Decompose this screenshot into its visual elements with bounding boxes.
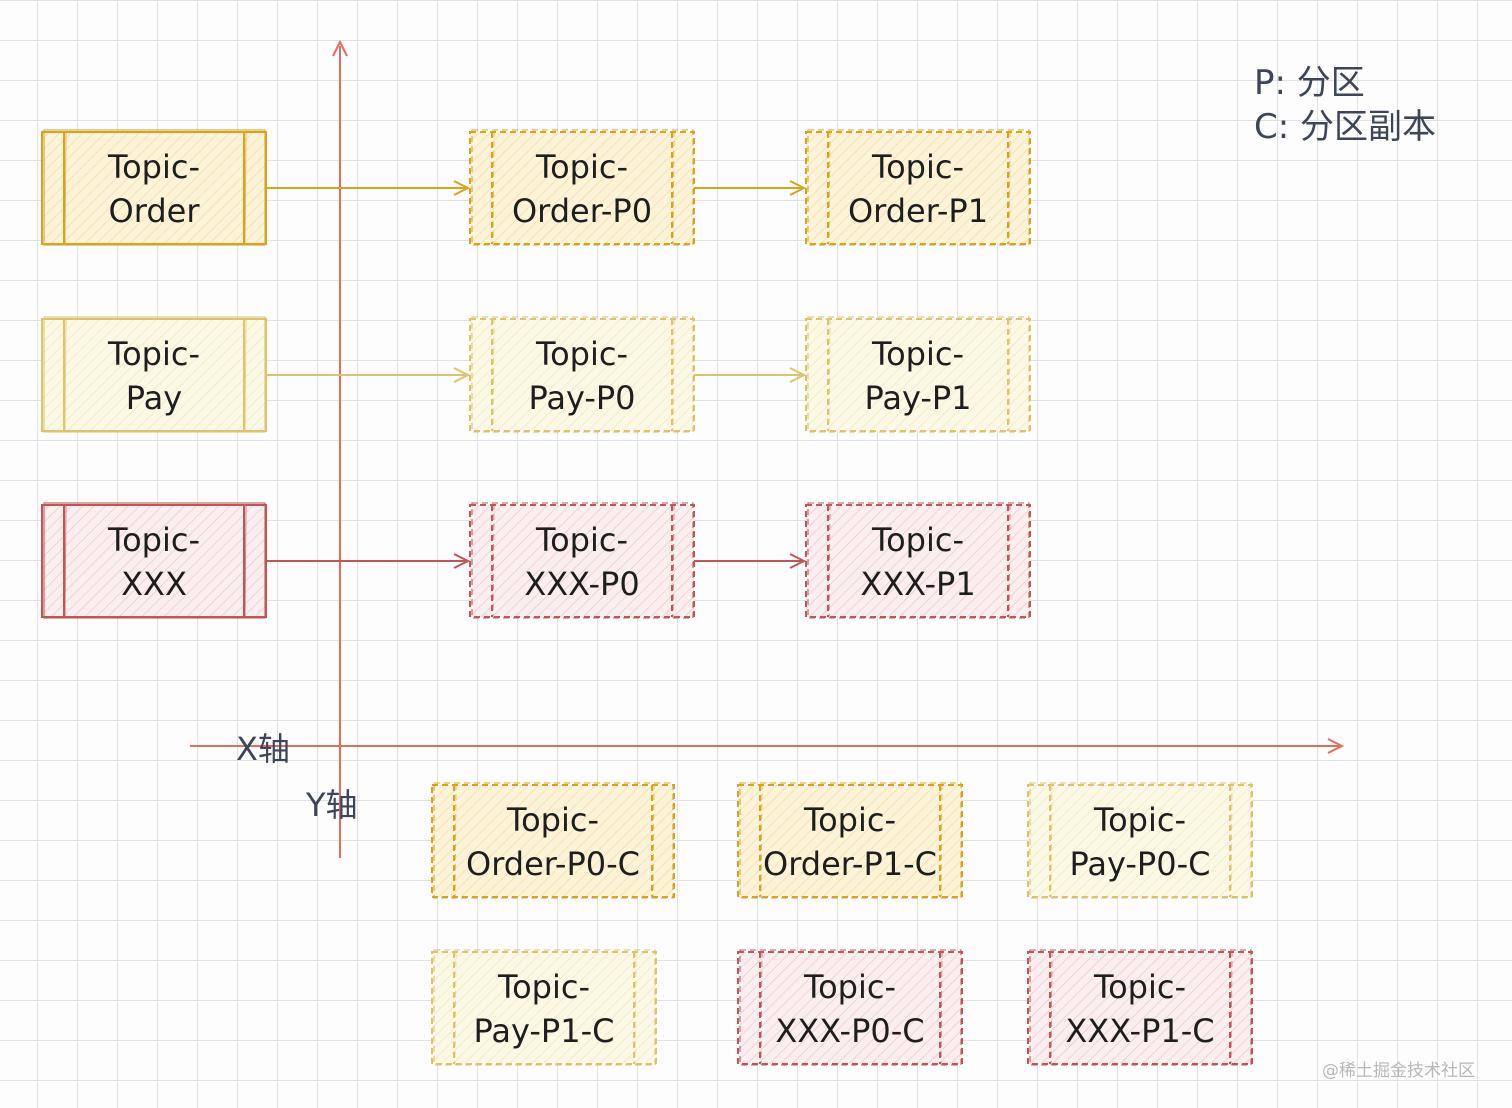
y-axis-label: Y轴 [305, 786, 358, 824]
box-pay-p1[interactable]: Topic- Pay-P1 [805, 316, 1031, 433]
box-label-line2: XXX [121, 565, 187, 603]
box-label-line2: XXX-P0 [524, 565, 639, 603]
box-label-line1: Topic- [107, 335, 200, 373]
arrow-pay-to-p0 [266, 367, 471, 383]
box-order-p0[interactable]: Topic- Order-P0 [469, 129, 695, 246]
box-label-line2: Pay-P0-C [1070, 845, 1211, 883]
box-label-line2: Order-P1-C [763, 845, 937, 883]
box-label-line1: Topic- [871, 335, 964, 373]
legend-replica: C: 分区副本 [1254, 107, 1436, 147]
box-xxx-p1-c[interactable]: Topic- XXX-P1-C [1027, 949, 1253, 1066]
box-pay-p0-c[interactable]: Topic- Pay-P0-C [1027, 782, 1253, 899]
box-xxx-p0[interactable]: Topic- XXX-P0 [469, 502, 695, 619]
x-axis-arrowhead-icon [1327, 738, 1345, 754]
box-order-p0-c[interactable]: Topic- Order-P0-C [431, 782, 675, 899]
box-label-line1: Topic- [803, 968, 896, 1006]
box-label-line1: Topic- [535, 521, 628, 559]
arrow-xxx-p0-to-p1 [694, 553, 807, 569]
box-order[interactable]: Topic- Order [41, 129, 267, 246]
arrow-xxx-to-p0 [266, 553, 471, 569]
arrows [266, 180, 807, 569]
box-xxx-p0-c[interactable]: Topic- XXX-P0-C [737, 949, 963, 1066]
box-label-line2: Pay-P1-C [474, 1012, 615, 1050]
box-label-line2: Order-P0 [512, 192, 652, 230]
x-axis [190, 738, 1345, 754]
box-xxx-p1[interactable]: Topic- XXX-P1 [805, 502, 1031, 619]
box-label-line1: Topic- [506, 801, 599, 839]
box-pay[interactable]: Topic- Pay [41, 316, 267, 433]
y-axis [332, 39, 348, 858]
box-label-line1: Topic- [535, 148, 628, 186]
box-label-line1: Topic- [497, 968, 590, 1006]
box-xxx[interactable]: Topic- XXX [41, 502, 267, 619]
box-label-line2: XXX-P0-C [775, 1012, 924, 1050]
boxes: Topic-OrderTopic-PayTopic-XXXTopic-Order… [41, 129, 1253, 1066]
box-label-line2: Order [109, 192, 201, 230]
box-label-line1: Topic- [107, 521, 200, 559]
box-pay-p0[interactable]: Topic- Pay-P0 [469, 316, 695, 433]
box-label-line2: Order-P0-C [466, 845, 640, 883]
box-label-line1: Topic- [871, 148, 964, 186]
box-label-line2: Pay-P1 [864, 379, 971, 417]
box-label-line2: XXX-P1 [860, 565, 975, 603]
y-axis-arrowhead-icon [332, 39, 348, 57]
watermark: @稀土掘金技术社区 [1322, 1061, 1475, 1081]
x-axis-label: X轴 [236, 730, 290, 768]
box-label-line2: Pay-P0 [528, 379, 635, 417]
box-label-line2: XXX-P1-C [1065, 1012, 1214, 1050]
box-label-line1: Topic- [535, 335, 628, 373]
box-order-p1-c[interactable]: Topic- Order-P1-C [737, 782, 963, 899]
arrow-order-to-p0 [266, 180, 471, 196]
box-label-line1: Topic- [803, 801, 896, 839]
box-label-line1: Topic- [1093, 968, 1186, 1006]
box-label-line1: Topic- [871, 521, 964, 559]
legend-partition: P: 分区 [1254, 63, 1365, 103]
box-label-line1: Topic- [1093, 801, 1186, 839]
box-label-line1: Topic- [107, 148, 200, 186]
box-label-line2: Pay [126, 379, 182, 417]
arrow-order-p0-to-p1 [694, 180, 807, 196]
box-pay-p1-c[interactable]: Topic- Pay-P1-C [431, 949, 657, 1066]
box-order-p1[interactable]: Topic- Order-P1 [805, 129, 1031, 246]
box-label-line2: Order-P1 [848, 192, 988, 230]
arrow-pay-p0-to-p1 [694, 367, 807, 383]
